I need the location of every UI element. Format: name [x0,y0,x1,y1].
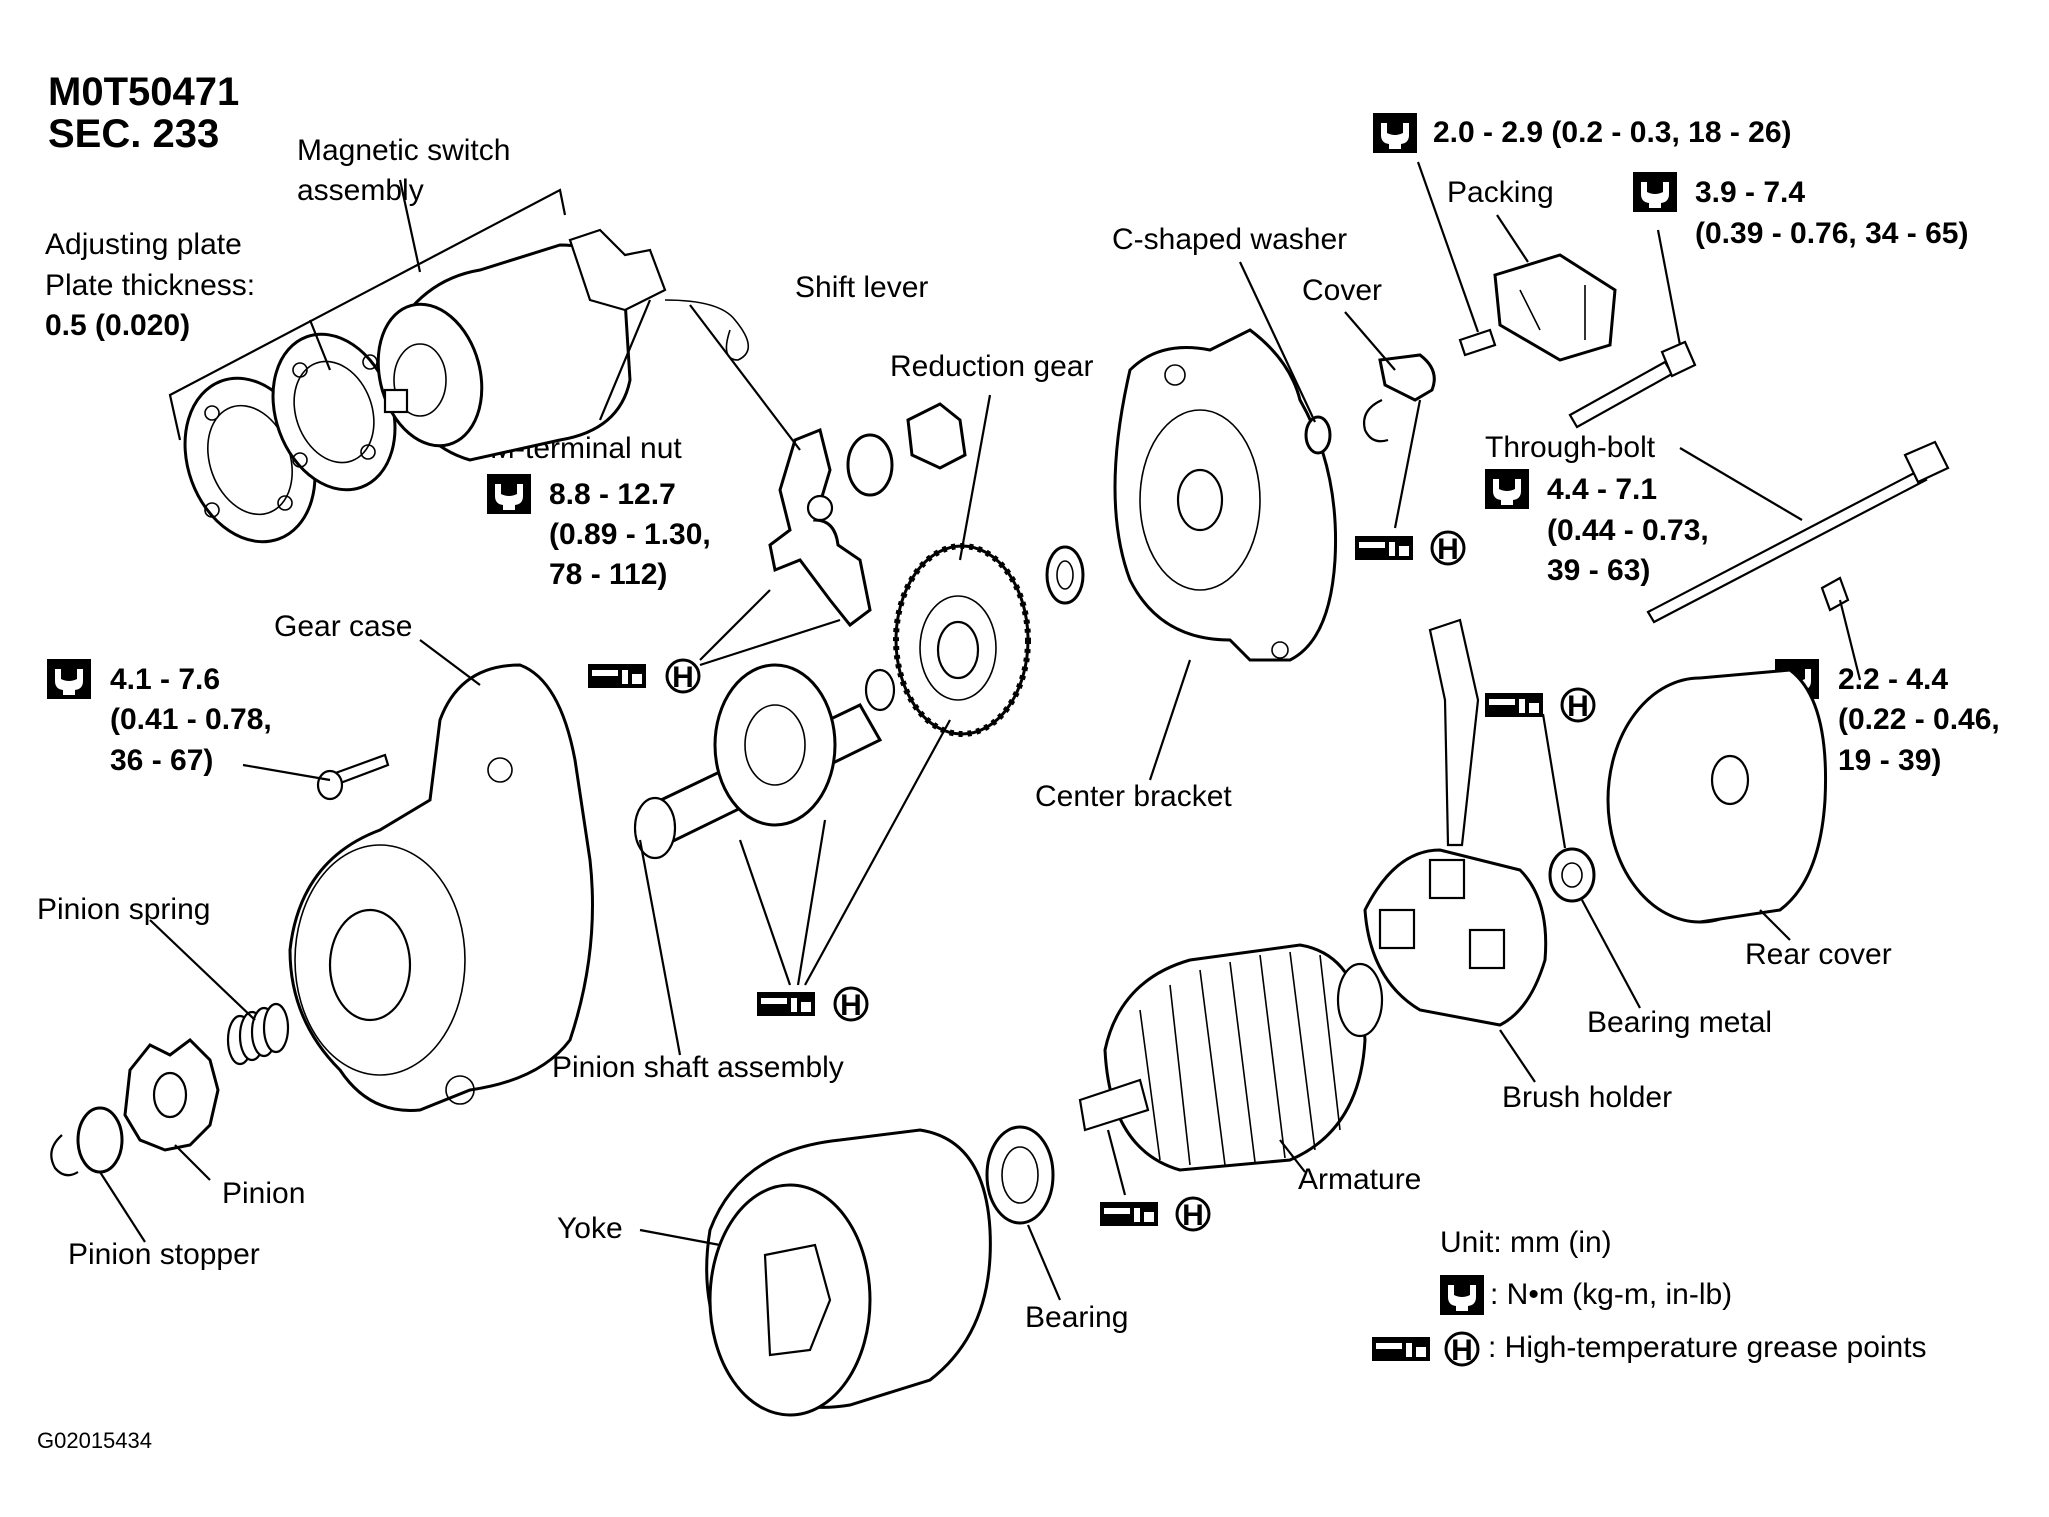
torque-gear-case-units-2: 36 - 67) [110,744,213,777]
torque-m-terminal-units: (0.89 - 1.30, [549,518,711,551]
label-adjusting-plate: Adjusting plate [45,228,242,261]
figure-id: G02015434 [37,1428,152,1453]
upper-bolt [1568,340,1697,429]
grease-h-icon [1430,530,1466,568]
label-armature: Armature [1298,1163,1421,1196]
torque-packing-bolt: 2.0 - 2.9 (0.2 - 0.3, 18 - 26) [1433,116,1792,149]
pinion-spring [226,1002,290,1066]
torque-wrench-icon [1633,172,1677,212]
reduction-gear-block [906,402,967,470]
grease-h-icon [1560,687,1596,725]
label-reduction-gear: Reduction gear [890,350,1093,383]
pinion-shaft [633,663,896,860]
plate-thickness-value: 0.5 (0.020) [45,309,190,342]
brush-holder [1363,618,1548,1027]
adjusting-plate-2 [271,332,397,492]
torque-through-bolt-units-2: 39 - 63) [1547,554,1650,587]
torque-wrench-icon [1373,113,1417,153]
bearing [985,1125,1055,1225]
diagram-code: M0T50471 [48,70,239,114]
label-plate-thickness: Plate thickness: [45,269,255,302]
center-bracket [1113,328,1338,662]
label-bearing: Bearing [1025,1301,1128,1334]
label-through-bolt: Through-bolt [1485,431,1656,464]
torque-rear-cover: 2.2 - 4.4 [1838,663,1948,696]
label-cover: Cover [1302,274,1382,307]
label-pinion-shaft-assembly: Pinion shaft assembly [552,1051,844,1084]
label-bearing-metal: Bearing metal [1587,1006,1772,1039]
label-pinion-spring: Pinion spring [37,893,210,926]
torque-m-terminal-units-2: 78 - 112) [549,558,667,591]
pinion-stopper [76,1106,124,1174]
label-c-shaped-washer: C-shaped washer [1112,223,1347,256]
grease-gun-icon [757,992,815,1016]
yoke [705,1128,992,1417]
packing [1493,253,1617,362]
label-pinion-stopper: Pinion stopper [68,1238,260,1271]
label-shift-lever: Shift lever [795,271,928,304]
torque-gear-case-units: (0.41 - 0.78, [110,703,272,736]
torque-rear-cover-units-2: 19 - 39) [1838,744,1941,777]
label-packing: Packing [1447,176,1554,209]
grease-h-icon [665,658,701,696]
legend-grease: : High-temperature grease points [1488,1331,1927,1364]
snap-ring [50,1134,79,1177]
label-center-bracket: Center bracket [1035,780,1232,813]
torque-rear-cover-units: (0.22 - 0.46, [1838,703,2000,736]
washer [1045,545,1085,605]
c-shaped-washer [1304,415,1332,455]
magnetic-switch [376,228,750,462]
label-yoke: Yoke [557,1212,623,1245]
torque-upper-bolt: 3.9 - 7.4 [1695,176,1805,209]
legend-torque-unit: : N•m (kg-m, in-lb) [1490,1278,1732,1311]
gear-case [288,663,594,1112]
through-bolt [1646,440,1950,624]
o-ring [846,433,894,497]
grease-h-icon [1175,1196,1211,1234]
grease-gun-icon [1372,1337,1430,1361]
torque-wrench-icon [487,474,531,514]
torque-m-terminal: 8.8 - 12.7 [549,478,676,511]
torque-wrench-icon [1440,1275,1484,1315]
pinion [123,1038,220,1152]
cover [1378,353,1436,402]
torque-gear-case: 4.1 - 7.6 [110,663,220,696]
grease-gun-icon [1100,1202,1158,1226]
legend-unit: Unit: mm (in) [1440,1226,1612,1259]
bearing-metal [1548,847,1596,903]
torque-upper-bolt-units: (0.39 - 0.76, 34 - 65) [1695,217,1969,250]
armature [1078,943,1384,1172]
reduction-gear [893,543,1031,737]
label-gear-case: Gear case [274,610,412,643]
label-pinion: Pinion [222,1177,305,1210]
grease-gun-icon [588,664,646,688]
torque-through-bolt: 4.4 - 7.1 [1547,473,1657,506]
torque-wrench-icon [1485,469,1529,509]
grease-h-icon [833,986,869,1024]
grease-h-icon [1444,1331,1480,1369]
torque-wrench-icon [47,659,91,699]
torque-through-bolt-units: (0.44 - 0.73, [1547,514,1709,547]
label-rear-cover: Rear cover [1745,938,1892,971]
grease-gun-icon [1355,536,1413,560]
section-number: SEC. 233 [48,112,219,156]
gear-case-screw [316,753,390,801]
rear-cover [1606,668,1828,924]
grease-gun-icon [1485,693,1543,717]
shift-lever [768,427,872,628]
packing-screw [1458,328,1497,357]
leader-lines [99,161,1862,1301]
rear-cover-screw [1820,576,1850,612]
label-brush-holder: Brush holder [1502,1081,1672,1114]
label-magnetic-switch: Magnetic switch [297,134,510,167]
